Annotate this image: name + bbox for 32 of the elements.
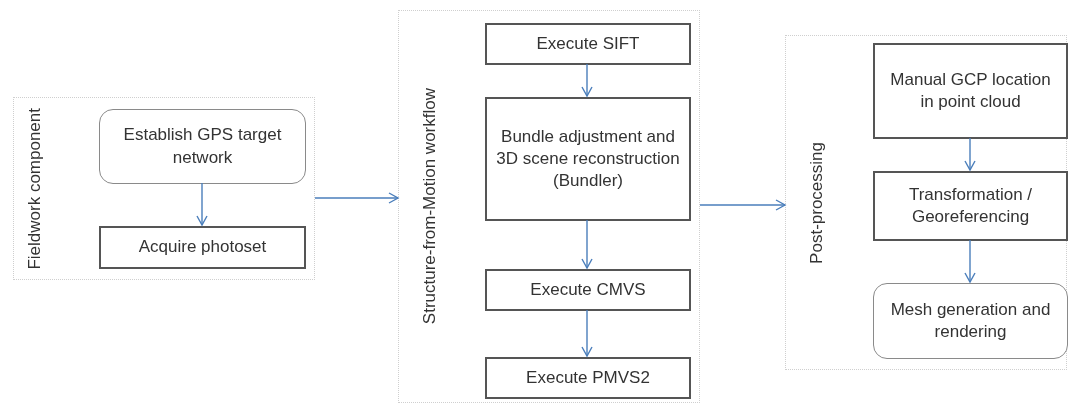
step-text: Manual GCP location in point cloud	[889, 68, 1052, 113]
step-text: Transformation / Georeferencing	[907, 183, 1034, 228]
process-box	[485, 357, 691, 399]
panel-heading: Post-processing	[806, 141, 827, 264]
arrow	[699, 199, 786, 211]
arrow	[964, 137, 976, 171]
arrow	[581, 219, 593, 269]
step-text: Execute PMVS2	[526, 366, 650, 389]
step-text: Mesh generation and rendering	[889, 298, 1052, 343]
arrow	[581, 63, 593, 97]
arrow	[964, 239, 976, 283]
step-text: Bundle adjustment and 3D scene reconstruction (Bundler)	[495, 125, 681, 193]
rounded-process-box	[99, 109, 306, 184]
process-box	[485, 97, 691, 221]
step-text: Establish GPS target network	[122, 124, 283, 169]
step-text: Execute CMVS	[530, 278, 646, 301]
arrow	[196, 182, 208, 226]
process-box	[873, 171, 1068, 241]
group-panel	[785, 35, 1067, 370]
process-box	[485, 23, 691, 65]
step-text: Acquire photoset	[138, 236, 267, 259]
arrow	[581, 309, 593, 357]
process-box	[873, 43, 1068, 139]
group-panel	[398, 10, 700, 403]
rounded-process-box	[873, 283, 1068, 359]
process-box	[485, 269, 691, 311]
step-text: Execute SIFT	[536, 32, 640, 55]
group-panel	[13, 97, 315, 280]
arrow	[314, 192, 399, 204]
panel-heading: Fieldwork component	[24, 107, 45, 270]
process-box	[99, 226, 306, 269]
panel-heading: Structure-from-Motion workflow	[419, 88, 440, 325]
